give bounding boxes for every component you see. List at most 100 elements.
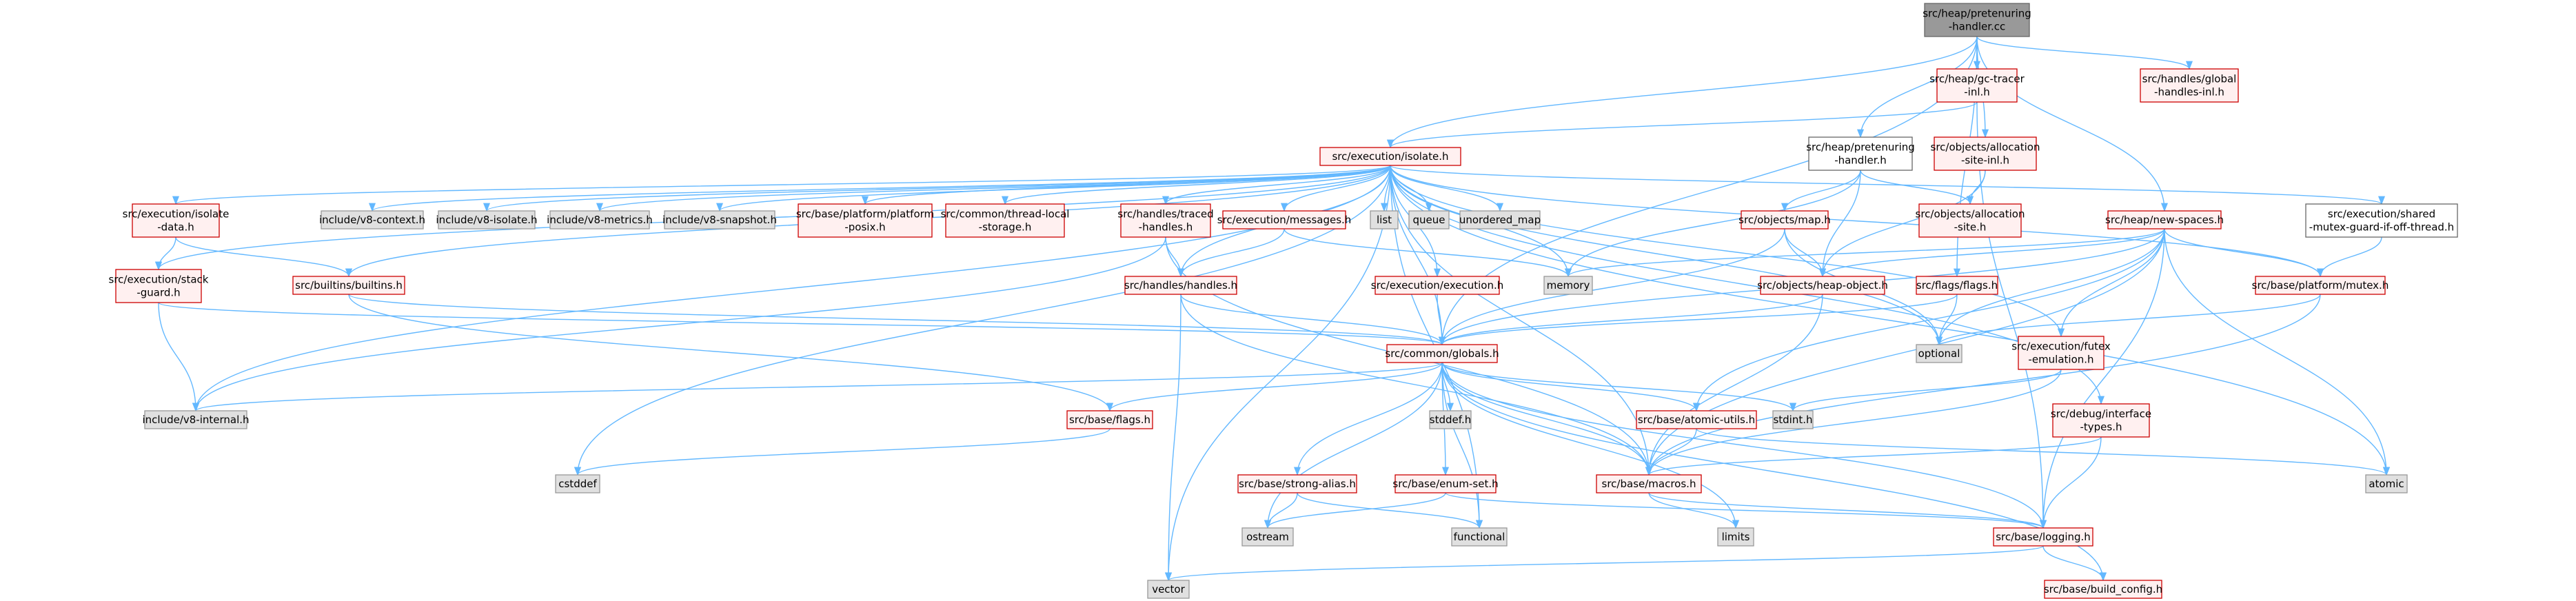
- node-global-handles-inl[interactable]: src/handles/global-handles-inl.h: [2140, 68, 2239, 103]
- node-label: src/base/platform/mutex.h: [2252, 279, 2389, 292]
- node-platform-mutex[interactable]: src/base/platform/mutex.h: [2252, 276, 2389, 295]
- node-label: queue: [1413, 214, 1446, 226]
- node-label: src/execution/futex: [2011, 340, 2111, 353]
- node-flags-flags[interactable]: src/flags/flags.h: [1916, 276, 1998, 295]
- node-queue: queue: [1408, 210, 1450, 230]
- node-strong-alias[interactable]: src/base/strong-alias.h: [1237, 474, 1357, 493]
- node-platform-posix[interactable]: src/base/platform/platform-posix.h: [796, 203, 934, 238]
- edge-globals-to-build_config: [1441, 362, 2107, 582]
- edge-execution_h-to-globals: [1437, 294, 1446, 346]
- node-label: -handler.h: [1834, 154, 1887, 167]
- node-label: -storage.h: [979, 221, 1032, 234]
- node-build-config[interactable]: src/base/build_config.h: [2044, 580, 2162, 599]
- node-label: -inl.h: [1964, 86, 1990, 99]
- node-macros[interactable]: src/base/macros.h: [1596, 474, 1702, 493]
- node-box: [1241, 527, 1294, 547]
- node-base-flags[interactable]: src/base/flags.h: [1066, 410, 1153, 429]
- node-box: [1772, 410, 1814, 429]
- node-label: limits: [1722, 531, 1750, 543]
- node-box: [321, 210, 424, 230]
- node-label: src/handles/handles.h: [1124, 279, 1237, 292]
- node-label: src/common/globals.h: [1385, 347, 1499, 360]
- node-stddef: stddef.h: [1429, 410, 1472, 429]
- node-isolate-data[interactable]: src/execution/isolate-data.h: [123, 203, 230, 238]
- node-messages[interactable]: src/execution/messages.h: [1217, 210, 1352, 230]
- node-traced-handles[interactable]: src/handles/traced-handles.h: [1117, 203, 1214, 238]
- edge-isolate_h-to-futex: [1390, 165, 2065, 338]
- node-label: optional: [1918, 347, 1960, 360]
- node-handles-h[interactable]: src/handles/handles.h: [1124, 276, 1237, 295]
- edge-gc_tracer_inl-to-isolate_h: [1387, 101, 1978, 149]
- node-box: [2044, 580, 2162, 599]
- node-box: [1237, 474, 1357, 493]
- node-box: [2365, 474, 2408, 493]
- node-futex[interactable]: src/execution/futex-emulation.h: [2011, 336, 2111, 370]
- node-v8-isolate: include/v8-isolate.h: [436, 210, 538, 230]
- node-objects-map[interactable]: src/objects/map.h: [1738, 210, 1831, 230]
- edge-globals-to-functional: [1441, 362, 1483, 529]
- node-isolate-h[interactable]: src/execution/isolate.h: [1319, 147, 1461, 166]
- node-gc-tracer-inl[interactable]: src/heap/gc-tracer-inl.h: [1929, 68, 2025, 103]
- node-box: [1596, 474, 1702, 493]
- node-shared-mutex[interactable]: src/execution/shared-mutex-guard-if-off-…: [2305, 203, 2458, 238]
- edge-globals-to-limits: [1441, 362, 1739, 529]
- node-label: include/v8-context.h: [319, 214, 425, 226]
- node-box: [1319, 147, 1461, 166]
- node-label: include/v8-isolate.h: [436, 214, 537, 226]
- node-stack-guard[interactable]: src/execution/stack-guard.h: [109, 269, 209, 303]
- node-ostream: ostream: [1241, 527, 1294, 547]
- edge-new_spaces-to-memory: [1565, 228, 2165, 278]
- node-vector: vector: [1147, 580, 1190, 599]
- node-atomic-utils[interactable]: src/base/atomic-utils.h: [1636, 410, 1757, 429]
- node-label: src/base/flags.h: [1069, 414, 1150, 426]
- node-builtins[interactable]: src/builtins/builtins.h: [292, 276, 405, 295]
- edge-alloc_site_inl-to-heap_object: [1818, 170, 1986, 278]
- edge-new_spaces-to-optional: [1936, 228, 2165, 346]
- node-execution-h[interactable]: src/execution/execution.h: [1371, 276, 1503, 295]
- node-alloc-site[interactable]: src/objects/allocation-site.h: [1916, 203, 2025, 238]
- node-label: -types.h: [2080, 421, 2122, 434]
- node-label: -mutex-guard-if-off-thread.h: [2309, 221, 2454, 234]
- node-atomic: atomic: [2365, 474, 2408, 493]
- edge-globals-to-macros: [1441, 362, 1652, 476]
- edge-new_spaces-to-atomic_utils: [1693, 228, 2165, 412]
- node-debug-iface[interactable]: src/debug/interface-types.h: [2051, 403, 2151, 438]
- node-label: unordered_map: [1459, 214, 1541, 227]
- node-alloc-site-inl[interactable]: src/objects/allocation-site-inl.h: [1931, 136, 2040, 171]
- node-globals[interactable]: src/common/globals.h: [1385, 344, 1499, 363]
- node-box: [1370, 210, 1399, 230]
- node-box: [1918, 203, 2022, 238]
- edge-new_spaces-to-futex: [2057, 228, 2165, 338]
- node-root[interactable]: src/heap/pretenuring-handler.cc: [1923, 3, 2031, 37]
- node-new-spaces[interactable]: src/heap/new-spaces.h: [2105, 210, 2224, 230]
- node-logging[interactable]: src/base/logging.h: [1993, 527, 2093, 547]
- node-thread-local[interactable]: src/common/thread-local-storage.h: [941, 203, 1070, 238]
- node-optional: optional: [1916, 344, 1963, 363]
- node-pretenuring-h[interactable]: src/heap/pretenuring-handler.h: [1806, 136, 1915, 171]
- node-label: -guard.h: [136, 287, 180, 299]
- node-box: [1760, 276, 1885, 295]
- edge-handles_h-to-macros: [1180, 294, 1652, 476]
- edge-objects_map-to-heap_object: [1784, 228, 1827, 278]
- node-label: atomic: [2369, 478, 2404, 490]
- edge-pretenuring_h-to-objects_map: [1781, 170, 1861, 212]
- edge-heap_object-to-macros: [1645, 294, 1823, 476]
- node-box: [1636, 410, 1757, 429]
- edge-new_spaces-to-platform_mutex: [2164, 228, 2324, 278]
- node-box: [2305, 203, 2458, 238]
- edge-debug_iface-to-macros: [1645, 436, 2102, 476]
- node-label: src/debug/interface: [2051, 408, 2151, 420]
- edge-base_flags-to-cstddef: [574, 428, 1110, 476]
- node-heap-object[interactable]: src/objects/heap-object.h: [1757, 276, 1888, 295]
- node-label: stddef.h: [1430, 414, 1471, 426]
- edge-strong_alias-to-functional: [1297, 492, 1483, 529]
- node-box: [1808, 136, 1913, 171]
- node-label: vector: [1152, 583, 1185, 595]
- node-box: [1717, 527, 1754, 547]
- edge-strong_alias-to-ostream: [1264, 492, 1298, 529]
- node-enum-set[interactable]: src/base/enum-set.h: [1392, 474, 1499, 493]
- node-box: [1408, 210, 1450, 230]
- edge-futex-to-macros: [1645, 369, 2062, 476]
- edge-stack_guard-to-v8_internal: [158, 302, 200, 412]
